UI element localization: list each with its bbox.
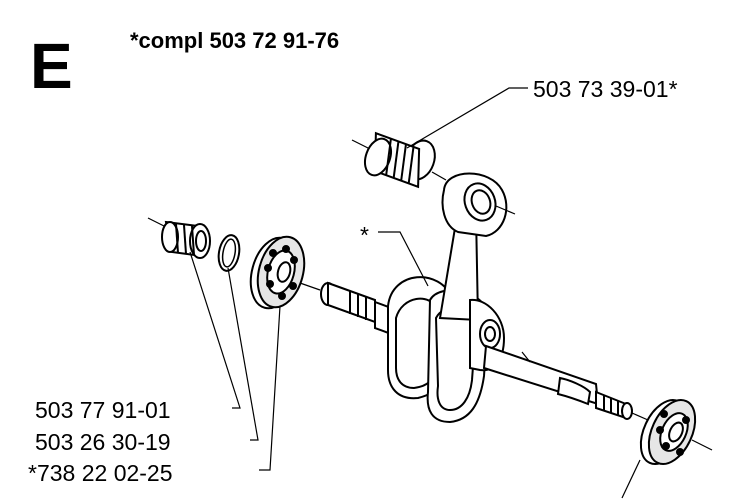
label-part-3: *738 22 02-25: [28, 460, 173, 486]
crankshaft-part: [299, 172, 649, 424]
sleeve-part: [147, 217, 211, 259]
section-letter: E: [30, 30, 73, 102]
leader-line-bearing: [406, 87, 528, 149]
ball-bearing-right-part: [621, 399, 713, 499]
o-ring-part: [217, 234, 241, 272]
label-part-1: 503 77 91-01: [35, 397, 171, 423]
ball-bearing-left-part: [249, 235, 306, 310]
leader-line-part-1: [189, 251, 241, 409]
needle-bearing-part: [351, 131, 447, 189]
leader-line-part-2: [227, 267, 259, 441]
label-connecting-rod-bearing: 503 73 39-01*: [533, 76, 678, 102]
crankshaft-marker: *: [360, 222, 369, 248]
label-part-2: 503 26 30-19: [35, 429, 171, 455]
leader-line-part-3: [259, 305, 281, 471]
assembly-heading: *compl 503 72 91-76: [130, 28, 339, 53]
leader-line-crankshaft: [378, 231, 429, 287]
